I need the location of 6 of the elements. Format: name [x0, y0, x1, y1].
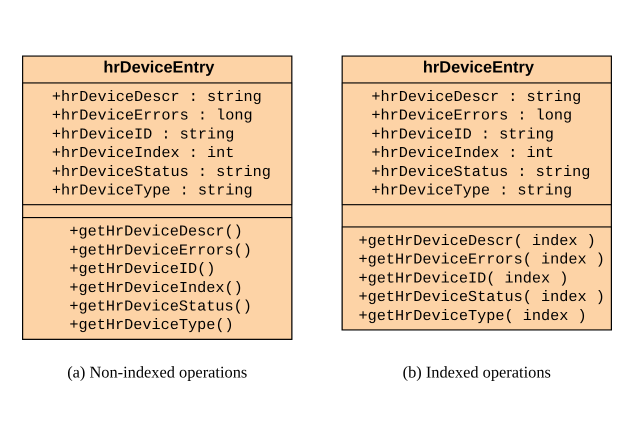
node-box: +hrDeviceDescr : string +hrDeviceErrors : long +hrDeviceID : string +hrDeviceIndex : int +hrDeviceStatus : string +hrDeviceType : string [22, 82, 292, 205]
node-box: +getHrDeviceDescr( index ) +getHrDeviceErrors( index ) +getHrDeviceID( index ) +getHrDeviceStatus( index ) +getHrDeviceType( index ) [342, 226, 612, 330]
label: (b) Indexed operations [402, 362, 551, 382]
node-box: +hrDeviceDescr : string +hrDeviceErrors : long +hrDeviceID : string +hrDeviceIndex : int +hrDeviceStatus : string +hrDeviceType : string [342, 82, 612, 205]
label: (a) Non-indexed operations [67, 362, 248, 382]
node-box: +getHrDeviceDescr() +getHrDeviceErrors() +getHrDeviceID() +getHrDeviceIndex() +getHrDeviceStatus() +getHrDeviceType() [22, 216, 292, 340]
